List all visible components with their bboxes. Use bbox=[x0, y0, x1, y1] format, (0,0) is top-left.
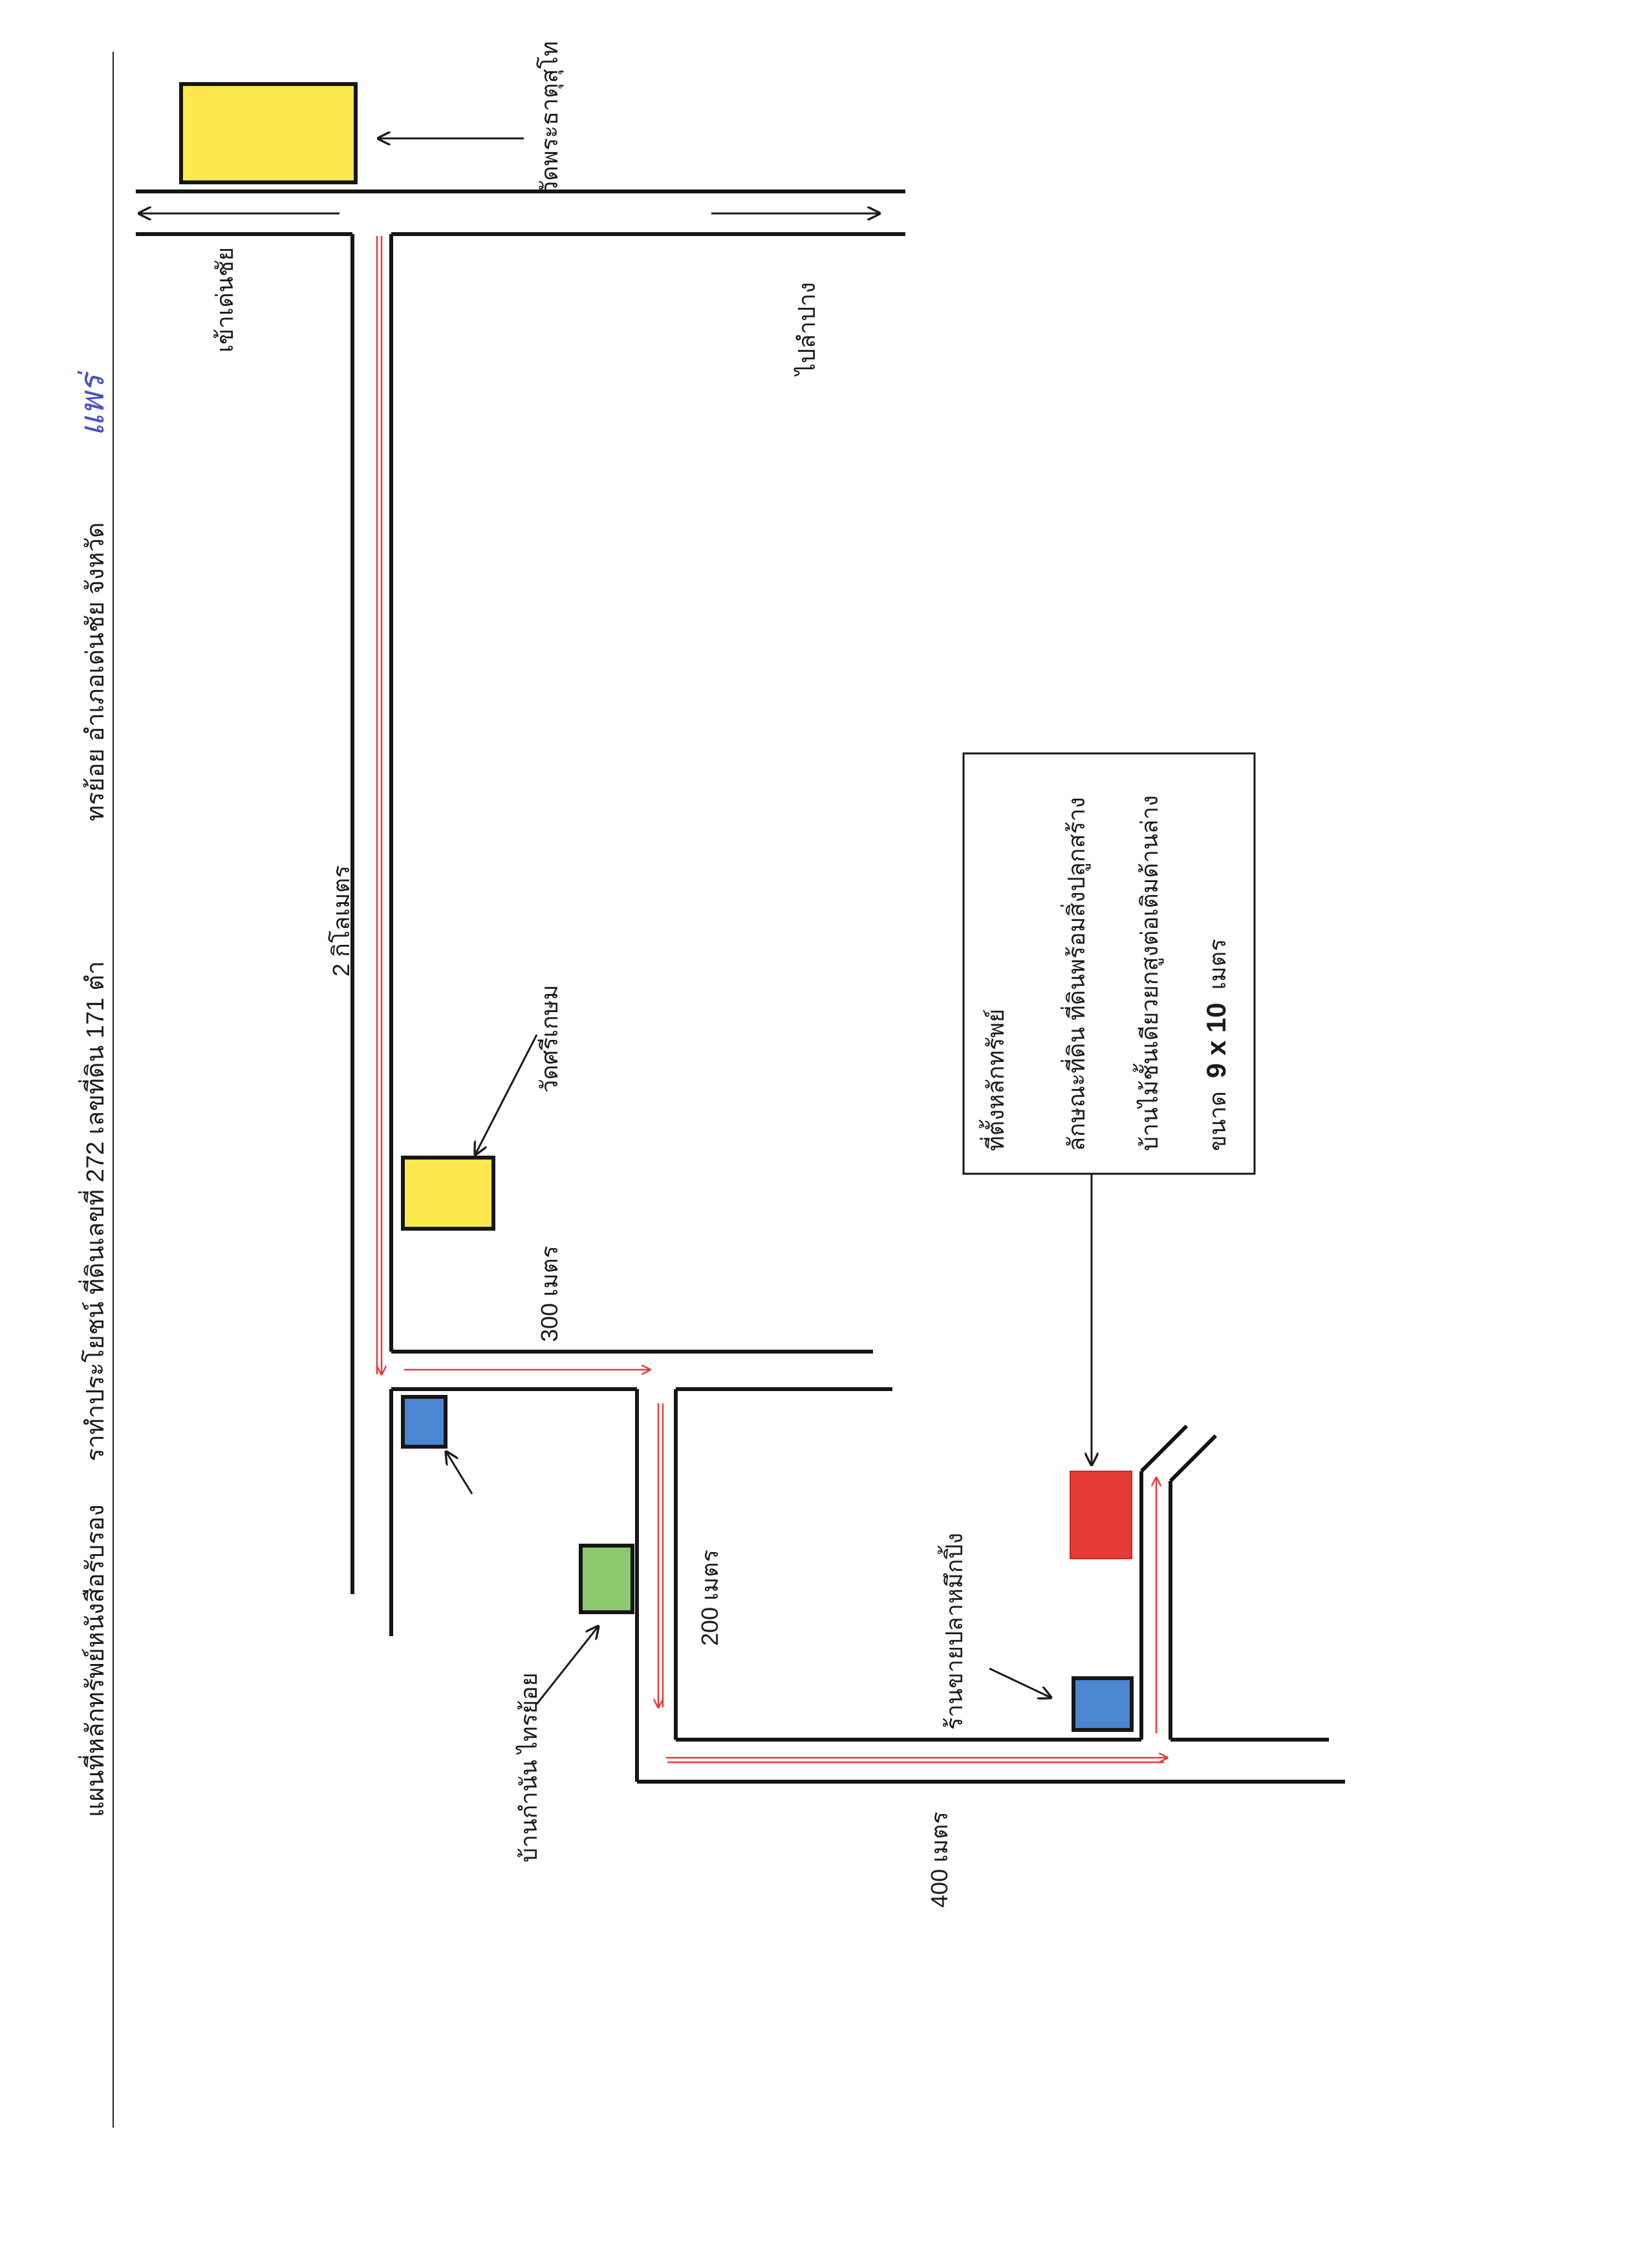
info-box-size-value: 9 x 10 bbox=[1201, 1002, 1231, 1078]
info-box-size-label: ขนาด bbox=[1204, 1091, 1231, 1151]
map-title-location: ทรย้อย อำเภอเด่นชัย จังหวัด bbox=[82, 522, 109, 821]
map-title: แผนที่หลักทรัพย์หนังสือรับรอง bbox=[78, 1504, 109, 1817]
side-road bbox=[350, 234, 1345, 1784]
label-wat-phra-that: วัดพระธาตุสุโท bbox=[536, 41, 564, 194]
label-wat-si-kasem: วัดศรีเกษม bbox=[536, 985, 563, 1093]
info-box-heading: ที่ตั้งหลักทรัพย์ bbox=[978, 1009, 1009, 1151]
blue-marker-junction bbox=[401, 1395, 447, 1449]
label-to-denchai: เข้าเด่นชัย bbox=[211, 247, 238, 352]
distance-200m: 200 เมตร bbox=[696, 1550, 723, 1646]
route-path bbox=[376, 236, 1167, 1764]
province-handwritten: แพร่ bbox=[73, 371, 112, 437]
info-box-size-unit: เมตร bbox=[1204, 939, 1231, 990]
info-box-house-type: บ้านไม้ชั้นเดียวยกสูงต่อเติมด้านล่าง bbox=[1132, 795, 1164, 1151]
distance-2km: 2 กิโลเมตร bbox=[328, 865, 354, 977]
property-marker bbox=[1070, 1471, 1132, 1559]
label-grilled-squid-shop: ร้านขายปลาหมึกปิ้ง bbox=[937, 1533, 967, 1730]
info-box-land-type: ลักษณะที่ดิน ที่ดินพร้อมสิ่งปลูกสร้าง bbox=[1061, 797, 1091, 1151]
info-box bbox=[962, 752, 1256, 1175]
arrow-wat-si-kasem bbox=[475, 1034, 538, 1154]
label-to-lampang: ไปลำปาง bbox=[793, 282, 820, 377]
wat-phra-that-marker bbox=[179, 82, 358, 184]
distance-400m: 400 เมตร bbox=[926, 1811, 953, 1908]
label-village-head: บ้านกำนัน ไทรย้อย bbox=[515, 1672, 542, 1863]
highway bbox=[136, 189, 905, 236]
wat-si-kasem-marker bbox=[401, 1156, 495, 1231]
arrow-village-head bbox=[535, 1626, 598, 1705]
distance-300m: 300 เมตร bbox=[536, 1246, 563, 1342]
map-title-detail: ราทำประโยชน์ ที่ดินเลขที่ 272 เลขที่ดิน … bbox=[78, 961, 109, 1462]
info-box-size: ขนาด 9 x 10 เมตร bbox=[1201, 939, 1231, 1151]
grilled-squid-shop-marker bbox=[1072, 1676, 1134, 1732]
village-head-house-marker bbox=[579, 1544, 634, 1614]
arrow-grilled-squid-shop bbox=[989, 1667, 1051, 1698]
arrow-blue-marker-junction bbox=[446, 1452, 473, 1495]
